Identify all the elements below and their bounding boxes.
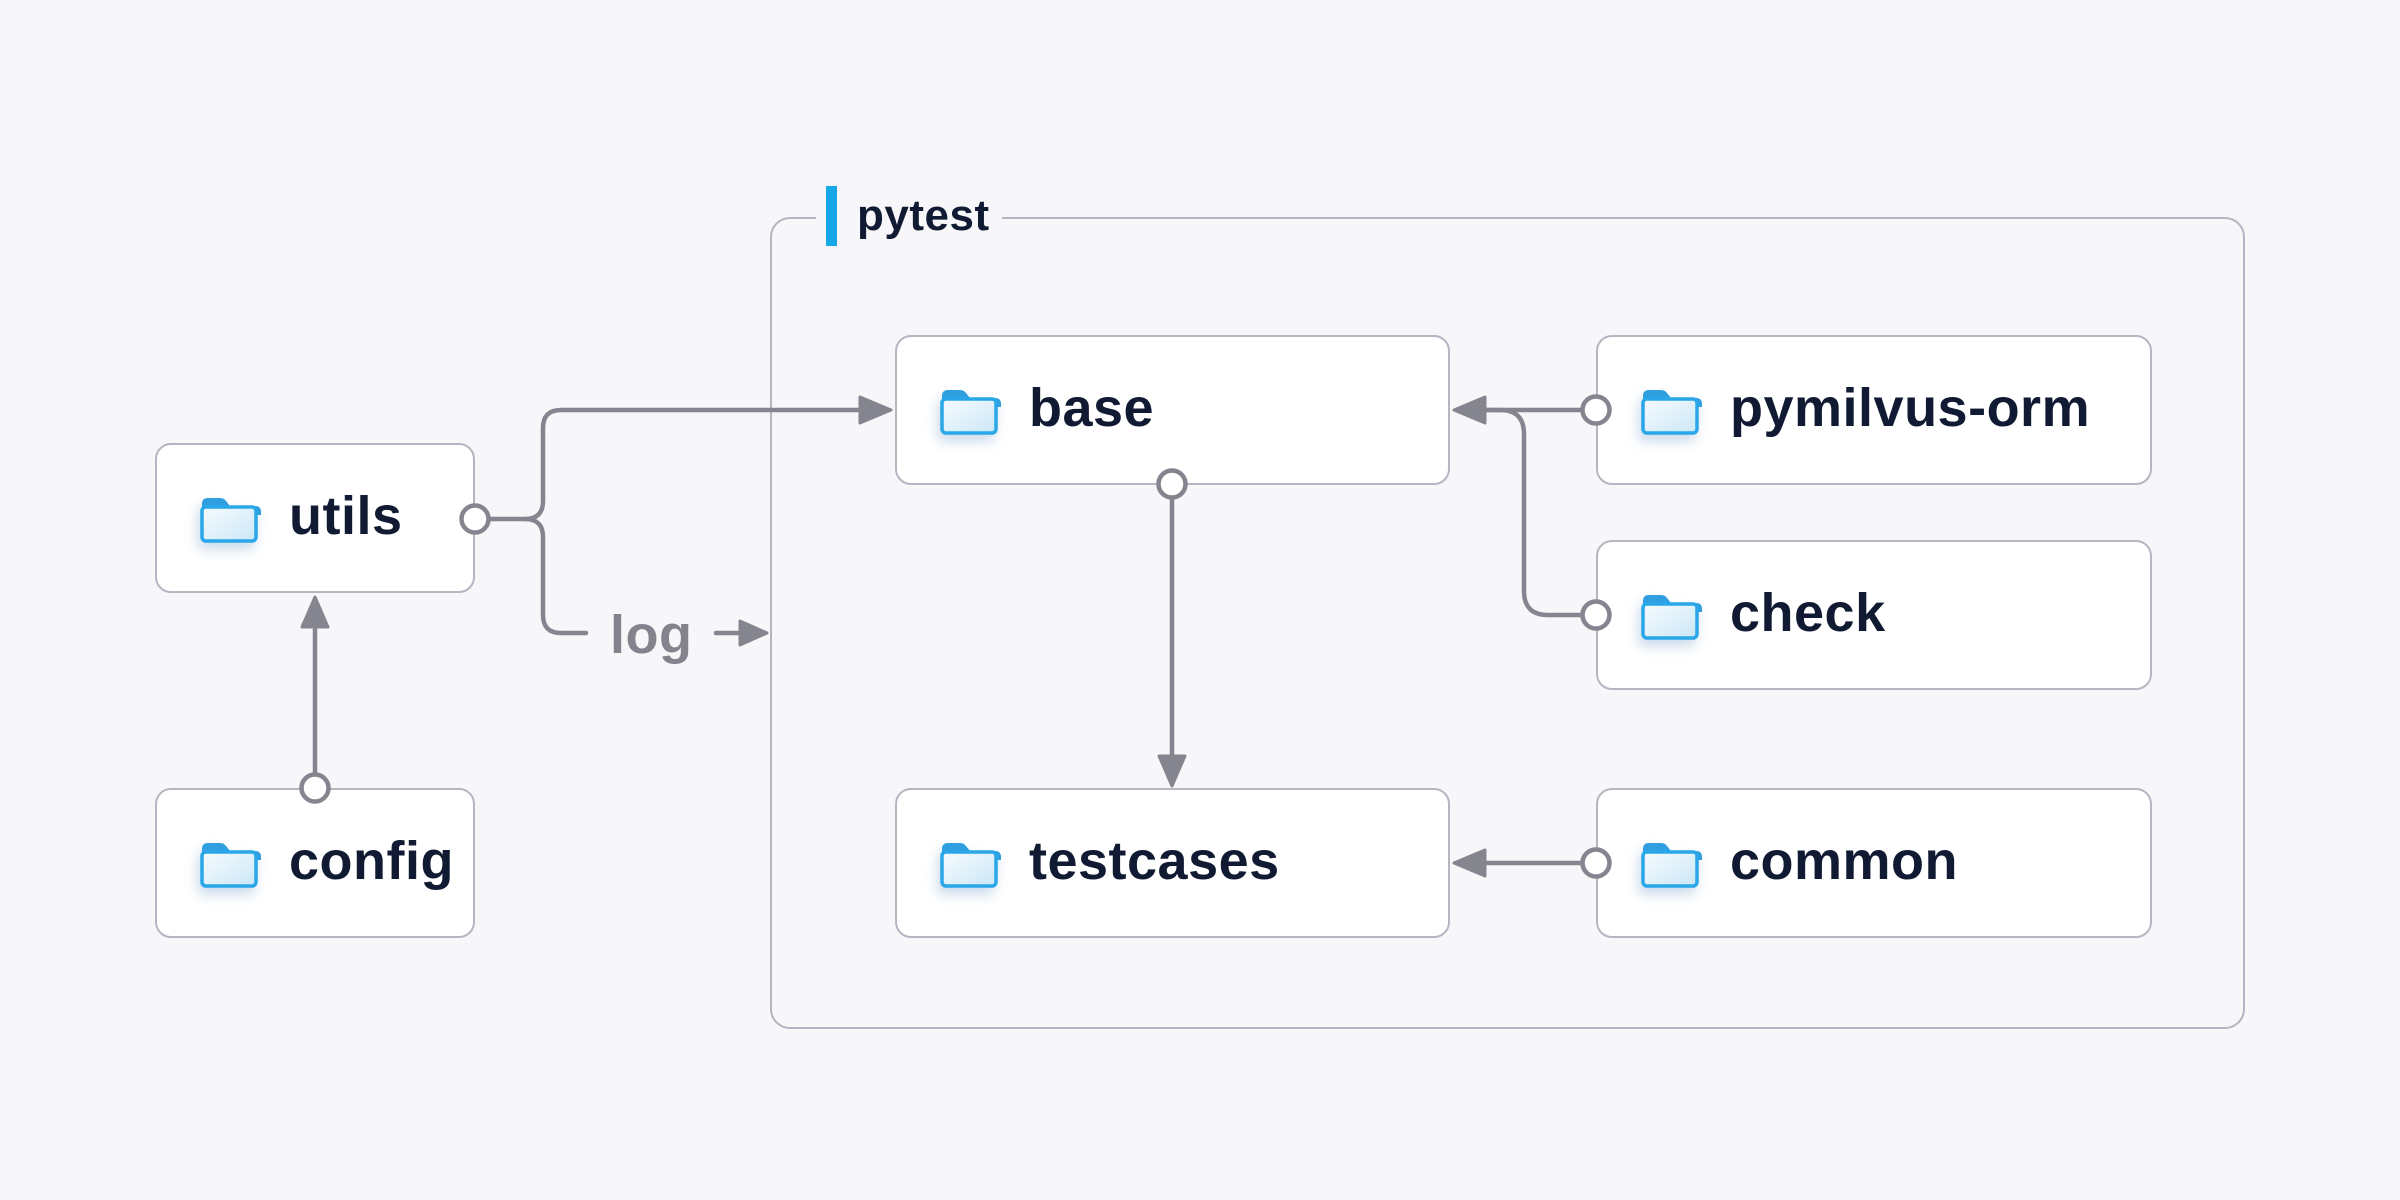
- folder-icon: [940, 843, 1001, 888]
- node-label: base: [1029, 378, 1155, 438]
- pytest-group-container: [770, 217, 2245, 1029]
- node-label: utils: [289, 486, 403, 546]
- node-pymilvus-orm: pymilvus-orm: [1596, 335, 2152, 485]
- folder-icon: [1641, 595, 1702, 640]
- node-label: check: [1730, 583, 1886, 643]
- node-label: common: [1730, 831, 1959, 891]
- folder-icon: [1641, 390, 1702, 435]
- node-config: config: [155, 788, 475, 938]
- group-title: pytest: [857, 191, 990, 240]
- edge-label-log: log: [610, 605, 693, 665]
- folder-icon: [940, 390, 1001, 435]
- node-common: common: [1596, 788, 2152, 938]
- folder-icon: [200, 843, 261, 888]
- node-utils: utils: [155, 443, 475, 593]
- node-base: base: [895, 335, 1450, 485]
- node-label: testcases: [1029, 831, 1280, 891]
- edge-config-to-utils: [299, 595, 331, 804]
- node-check: check: [1596, 540, 2152, 690]
- node-label: pymilvus-orm: [1730, 378, 2091, 438]
- node-label: config: [289, 831, 454, 891]
- folder-icon: [1641, 843, 1702, 888]
- arrowhead-right: [738, 619, 769, 647]
- node-testcases: testcases: [895, 788, 1450, 938]
- pytest-group-label: pytest: [816, 181, 1002, 251]
- accent-bar: [826, 186, 837, 246]
- arrowhead-up: [300, 595, 330, 629]
- folder-icon: [200, 498, 261, 543]
